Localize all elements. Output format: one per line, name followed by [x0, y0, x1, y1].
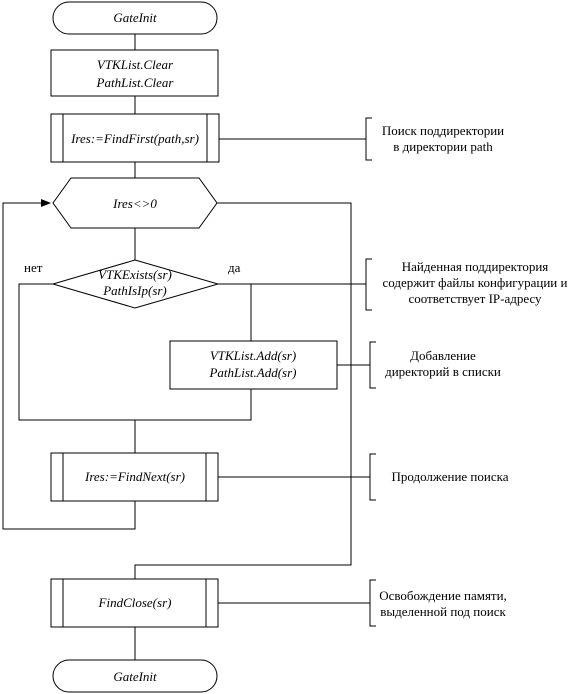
end-label: GateInit: [113, 669, 157, 684]
find-first-label: Ires:=FindFirst(path,sr): [70, 131, 199, 146]
loop-condition: Ires<>0: [52, 177, 218, 229]
note-add-line-1: Добавление: [410, 348, 476, 363]
start-terminator: GateInit: [52, 1, 218, 35]
decision-no-label: нет: [24, 260, 43, 275]
comment-connectors: [218, 117, 376, 627]
note-add: Добавление директорий в списки: [385, 348, 501, 379]
find-next-label: Ires:=FindNext(sr): [84, 469, 185, 484]
note-find-first-line-2: в директории path: [393, 139, 493, 154]
clear-process: VTKList.Clear PathList.Clear: [50, 49, 219, 97]
loop-condition-label: Ires<>0: [112, 196, 157, 211]
note-find-first-line-1: Поиск поддиректории: [382, 123, 504, 138]
decision-yes-label: да: [228, 260, 241, 275]
note-find-close: Освобождение памяти, выделенной под поис…: [379, 588, 507, 619]
note-add-line-2: директорий в списки: [385, 364, 501, 379]
add-line-1: VTKList.Add(sr): [210, 348, 296, 363]
note-find-next-line-1: Продолжение поиска: [391, 469, 508, 484]
find-close-label: FindClose(sr): [98, 595, 172, 610]
note-decision: Найденная поддиректория содержит файлы к…: [383, 259, 568, 306]
note-find-close-line-2: выделенной под поиск: [380, 604, 506, 619]
clear-line-1: VTKList.Clear: [97, 57, 174, 72]
loop-arrowhead: [41, 199, 51, 207]
note-find-close-line-1: Освобождение памяти,: [379, 588, 507, 603]
note-decision-line-1: Найденная поддиректория: [402, 259, 549, 274]
note-decision-line-3: соответствует IP-адресу: [408, 291, 542, 306]
find-close-process: FindClose(sr): [50, 578, 219, 628]
note-find-first: Поиск поддиректории в директории path: [382, 123, 504, 154]
start-label: GateInit: [113, 10, 157, 25]
find-first-process: Ires:=FindFirst(path,sr): [50, 113, 220, 163]
note-decision-line-2: содержит файлы конфигурации и: [383, 275, 568, 290]
add-line-2: PathList.Add(sr): [208, 365, 296, 380]
decision-line-1: VTKExists(sr): [98, 267, 172, 282]
add-process: VTKList.Add(sr) PathList.Add(sr): [169, 340, 338, 390]
decision-line-2: PathIsIp(sr): [102, 283, 167, 298]
note-find-next: Продолжение поиска: [391, 469, 508, 484]
find-next-process: Ires:=FindNext(sr): [50, 452, 219, 502]
clear-line-2: PathList.Clear: [96, 75, 175, 90]
decision: VTKExists(sr) PathIsIp(sr): [51, 259, 220, 309]
end-terminator: GateInit: [52, 659, 218, 693]
